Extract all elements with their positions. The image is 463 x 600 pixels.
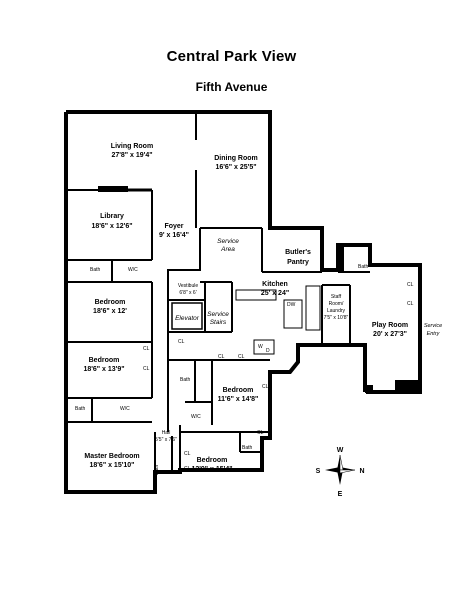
room-name-staff-2: Room/ [329, 301, 344, 307]
wall-blocks [98, 186, 421, 394]
room-dim-staff: 7'5" x 10'8" [324, 315, 349, 321]
label-cl: CL [257, 430, 264, 436]
label-cl: CL [184, 451, 191, 457]
window-marker [253, 339, 275, 355]
room-name-service-area-1: Service [217, 238, 239, 245]
room-dim-bedroom-4: 12'9" x 15'4" [191, 466, 232, 473]
label-cl: CL [262, 384, 269, 390]
label-dw: DW [287, 302, 296, 308]
room-name-bedroom-1: Bedroom [95, 299, 126, 306]
room-name-kitchen: Kitchen [262, 281, 288, 288]
room-name-staff-1: Staff [331, 294, 342, 300]
room-dim-library: 18'6" x 12'6" [91, 223, 132, 230]
room-dim-hall: 5'5" x 7'6" [155, 437, 177, 443]
label-cl: CL [143, 366, 150, 372]
label-wic: W/C [128, 267, 138, 273]
room-dim-dining: 16'6" x 25'5" [215, 164, 256, 171]
label-washer: W [258, 344, 263, 350]
room-dim-play: 20' x 27'3" [373, 331, 407, 338]
column-block [395, 380, 421, 394]
compass-east-label: E [338, 491, 343, 498]
room-dim-foyer: 9' x 16'4" [159, 232, 189, 239]
room-dim-master: 18'6" x 15'10" [89, 462, 134, 469]
room-dim-bedroom-2: 18'6" x 13'9" [83, 366, 124, 373]
label-cl: CL [407, 282, 414, 288]
label-bath: Bath [154, 464, 160, 475]
room-name-dining: Dining Room [214, 155, 258, 162]
room-name-elevator: Elevator [175, 315, 200, 322]
room-name-service-entry-1: Service [424, 323, 442, 329]
room-name-bedroom-2: Bedroom [89, 357, 120, 364]
label-cl: CL [178, 339, 185, 345]
room-name-butlers-1: Butler's [285, 249, 311, 256]
room-name-vestibule: Vestibule [178, 283, 199, 289]
room-name-foyer: Foyer [164, 223, 183, 230]
column-block [338, 245, 344, 273]
plan-subtitle: Fifth Avenue [195, 80, 268, 94]
room-name-bedroom-3: Bedroom [223, 387, 254, 394]
room-dim-bedroom-1: 18'6" x 12' [93, 308, 127, 315]
kitchen-counter [235, 289, 277, 301]
interior-wall [167, 228, 201, 345]
plan-title: Central Park View [166, 48, 297, 65]
room-name-living: Living Room [111, 143, 153, 150]
label-cl: CL [184, 466, 191, 472]
room-name-service-area-2: Area [220, 246, 235, 253]
kitchen-counter [305, 285, 321, 331]
room-name-master: Master Bedroom [84, 453, 139, 460]
label-dryer: D [266, 348, 270, 354]
room-name-hall: Hall [162, 430, 171, 436]
room-name-staff-3: Laundry [327, 308, 346, 314]
label-wic: W/C [120, 406, 130, 412]
compass-west-label: W [337, 447, 344, 454]
room-name-butlers-2: Pantry [287, 259, 309, 266]
room-name-service-entry-2: Entry [427, 331, 441, 337]
label-cl: CL [407, 301, 414, 307]
compass-rose: W E S N [316, 447, 365, 498]
compass-north-label: N [359, 468, 364, 475]
label-cl: CL [238, 354, 245, 360]
room-name-library: Library [100, 213, 124, 220]
label-wic: W/C [191, 414, 201, 420]
room-dim-kitchen: 25' x 24" [261, 290, 289, 297]
room-name-play: Play Room [372, 322, 408, 329]
label-bath: Bath [90, 267, 101, 273]
label-bath: Bath [358, 264, 369, 270]
room-name-bedroom-4: Bedroom [197, 457, 228, 464]
column-block [365, 385, 373, 393]
room-dim-living: 27'8" x 19'4" [111, 152, 152, 159]
chimney-block [98, 186, 128, 192]
label-bath: Bath [180, 377, 191, 383]
elevator-shaft [171, 302, 203, 330]
room-dim-vestibule: 6'8" x 6' [179, 290, 196, 296]
label-cl: CL [143, 346, 150, 352]
room-dim-bedroom-3: 11'6" x 14'8" [218, 396, 259, 403]
room-name-service-stairs-1: Service [207, 311, 229, 318]
label-cl: CL [218, 354, 225, 360]
room-name-service-stairs-2: Stairs [210, 319, 227, 326]
compass-south-label: S [316, 468, 321, 475]
label-bath: Bath [242, 445, 253, 451]
label-bath: Bath [75, 406, 86, 412]
kitchen-island [283, 299, 303, 329]
